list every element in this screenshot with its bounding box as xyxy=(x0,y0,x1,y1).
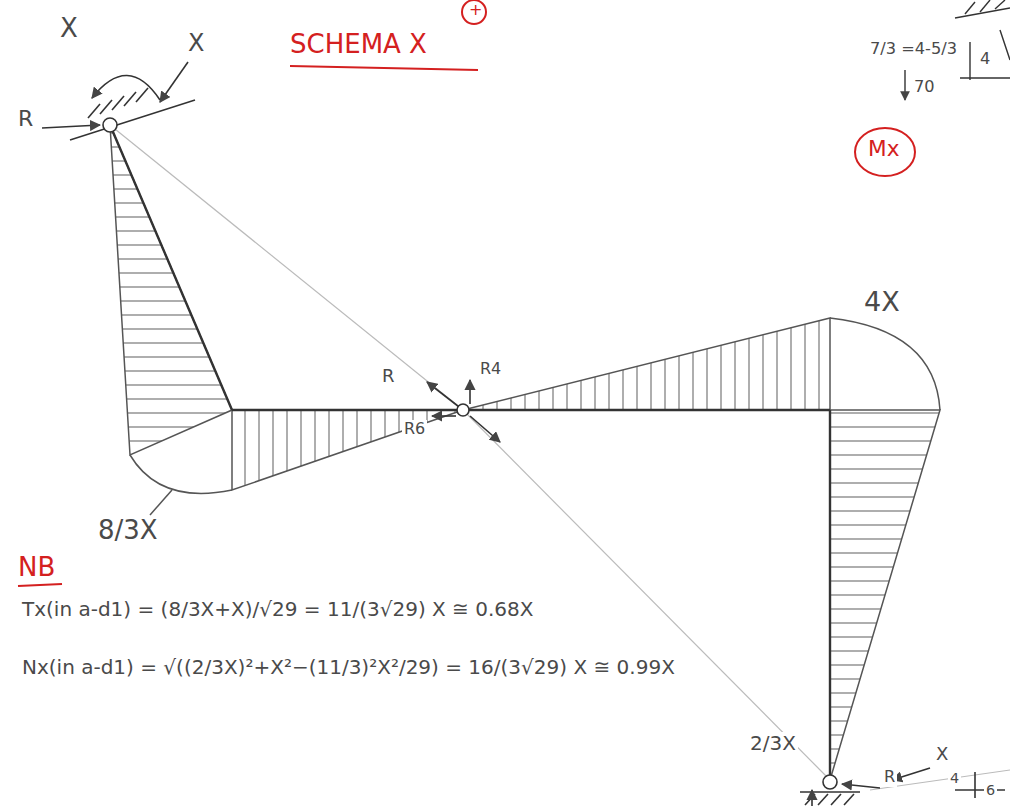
frame-member xyxy=(110,125,830,780)
hinge-support xyxy=(42,62,195,140)
diagram-title: SCHEMA X xyxy=(288,30,429,60)
dimension-label: 4 xyxy=(978,50,992,69)
axial-formula: Nx(in a-d1) = √((2/3X)²+X²−(11/3)²X²/29)… xyxy=(20,656,677,679)
reaction-component: R6 xyxy=(402,420,427,438)
sign-mark: + xyxy=(467,1,484,19)
force-label: X xyxy=(58,14,80,44)
reaction-component: R4 xyxy=(478,360,503,378)
moment-value: 8/3X xyxy=(96,516,160,546)
reaction-label: R xyxy=(380,366,397,387)
load-value: 70 xyxy=(912,78,937,97)
red-annotation xyxy=(18,0,915,586)
hinge-support xyxy=(800,768,1005,806)
construction-line xyxy=(110,125,1010,790)
side-calc: 7/3 =4-5/3 xyxy=(868,40,959,59)
force-label: X xyxy=(186,30,206,58)
dimension-label: 4 xyxy=(948,770,961,787)
moment-diagram xyxy=(110,125,940,780)
internal-hinge xyxy=(427,380,500,442)
force-label: X xyxy=(934,744,950,765)
reaction-label: R xyxy=(16,106,35,131)
reaction-label: R xyxy=(882,768,897,787)
diagram-tag: Mx xyxy=(866,137,901,162)
moment-value: 4X xyxy=(862,286,902,317)
dimension-label: 6 xyxy=(984,782,997,799)
shear-formula: Tx(in a-d1) = (8/3X+X)/√29 = 11/(3√29) X… xyxy=(20,598,535,621)
reaction-label: 2/3X xyxy=(748,732,798,755)
note-marker: NB xyxy=(16,553,57,583)
